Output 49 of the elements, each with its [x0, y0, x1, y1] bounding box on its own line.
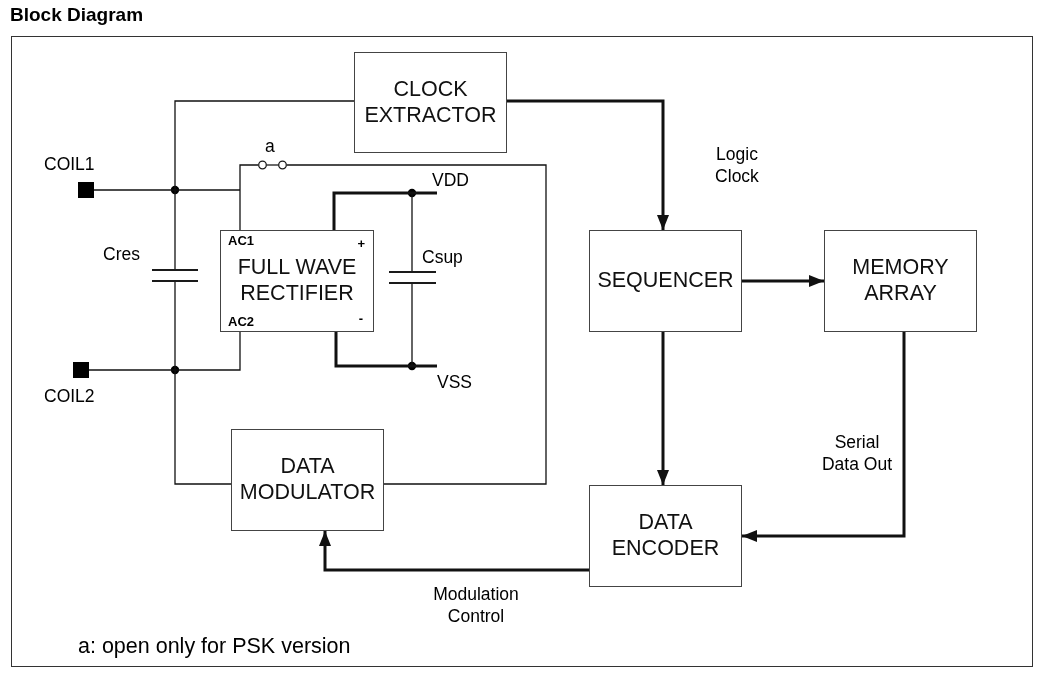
terminal-pad: [78, 182, 94, 198]
block-label: CLOCK EXTRACTOR: [363, 76, 498, 129]
wire: [174, 100, 355, 191]
wire: [412, 191, 437, 195]
wire: [286, 164, 547, 485]
wire: [411, 283, 413, 367]
process-box: [354, 52, 507, 153]
wire: [174, 331, 241, 371]
arrow: [319, 531, 589, 572]
wire: [174, 369, 232, 485]
terminal-label: COIL2: [44, 386, 95, 408]
footnote: a: open only for PSK version: [78, 634, 351, 660]
wire: [412, 364, 437, 368]
wire: [239, 189, 241, 231]
process-box: [231, 429, 384, 531]
pin-label: AC1: [228, 234, 254, 247]
wire: [88, 369, 176, 371]
block-label: MEMORY ARRAY: [851, 255, 950, 307]
polarity-sign: -: [358, 312, 363, 325]
terminal-label: COIL1: [44, 154, 95, 176]
wire: [239, 164, 259, 191]
supply-label: VDD: [432, 170, 469, 192]
process-box: [589, 485, 742, 587]
arrow: [657, 332, 669, 485]
terminal-pad: [73, 362, 89, 378]
wire: [174, 189, 176, 270]
block-label: DATA MODULATOR: [238, 454, 377, 506]
component-label: Csup: [422, 247, 463, 269]
process-box: [824, 230, 977, 332]
component-label: a: [265, 136, 275, 158]
wire: [332, 191, 412, 230]
pin-label: AC2: [228, 315, 254, 328]
block-label: SEQUENCER: [597, 268, 734, 294]
process-box: [589, 230, 742, 332]
wire: [93, 189, 176, 191]
block-label: DATA ENCODER: [610, 510, 721, 562]
diagram-title: Block Diagram: [10, 4, 144, 27]
wire: [334, 332, 412, 368]
component-label: Cres: [103, 244, 140, 266]
arrow: [507, 99, 669, 230]
polarity-sign: +: [357, 237, 365, 250]
block-label: FULL WAVE RECTIFIER: [236, 255, 358, 307]
wire: [411, 192, 413, 272]
wire: [174, 189, 241, 191]
process-box: [220, 230, 374, 332]
arrow: [742, 332, 906, 542]
supply-label: VSS: [437, 372, 473, 394]
wire: [174, 281, 176, 371]
arrow: [742, 275, 824, 287]
